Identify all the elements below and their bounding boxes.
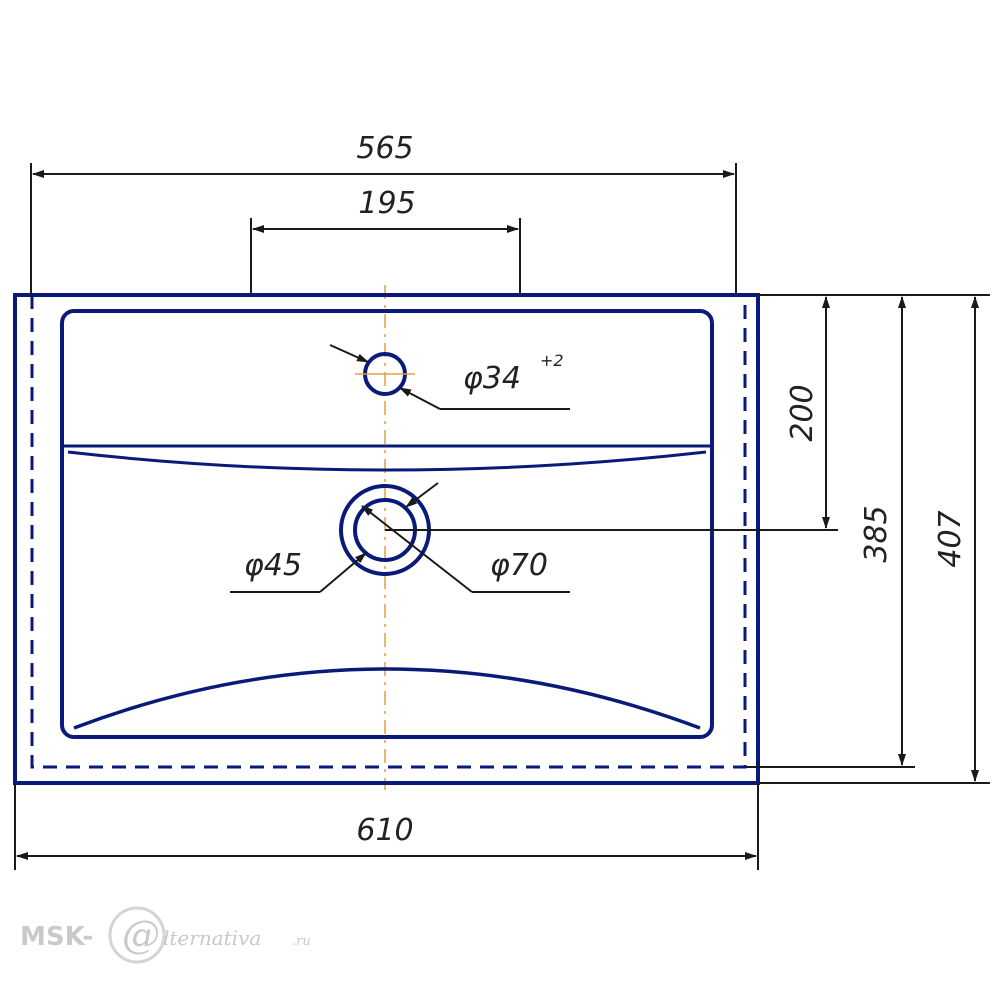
- inner-rim-dashed-outline: [30, 295, 747, 769]
- drain-inner-leader: [319, 552, 367, 593]
- watermark-at-glyph: @: [122, 913, 160, 957]
- dim-label-195: 195: [358, 186, 415, 221]
- dim-label-tap-hole-tolerance: +2: [540, 351, 564, 370]
- dim-label-565: 565: [356, 131, 413, 166]
- dim-label-610: 610: [356, 813, 413, 848]
- tap-hole-leader-arrow-in: [329, 344, 369, 363]
- dim-label-385: 385: [859, 505, 894, 562]
- dim-label-407: 407: [933, 510, 968, 567]
- watermark-brand-rest: lternativa: [163, 926, 261, 950]
- dim-label-drain-outer: φ70: [490, 548, 548, 583]
- drain-outer-leader: [361, 505, 473, 593]
- dim-label-tap-hole-diameter: φ34: [463, 361, 521, 396]
- watermark-brand-prefix: MSK-: [20, 922, 93, 952]
- front-slope-curve: [73, 667, 701, 730]
- basin-outline: [60, 309, 714, 739]
- dim-label-200: 200: [785, 384, 820, 441]
- watermark-domain-suffix: .ru: [292, 934, 311, 949]
- watermark-logo: MSK- @ lternativa .ru: [20, 906, 311, 964]
- watermark-at-circle: [108, 906, 166, 964]
- drain-inner-leader-arrow2: [405, 482, 439, 508]
- deck-curve-line: [67, 450, 707, 472]
- tap-hole-leader-arrow-out: [399, 387, 441, 410]
- dim-label-drain-inner: φ45: [244, 548, 302, 583]
- outer-rim-outline: [13, 293, 760, 785]
